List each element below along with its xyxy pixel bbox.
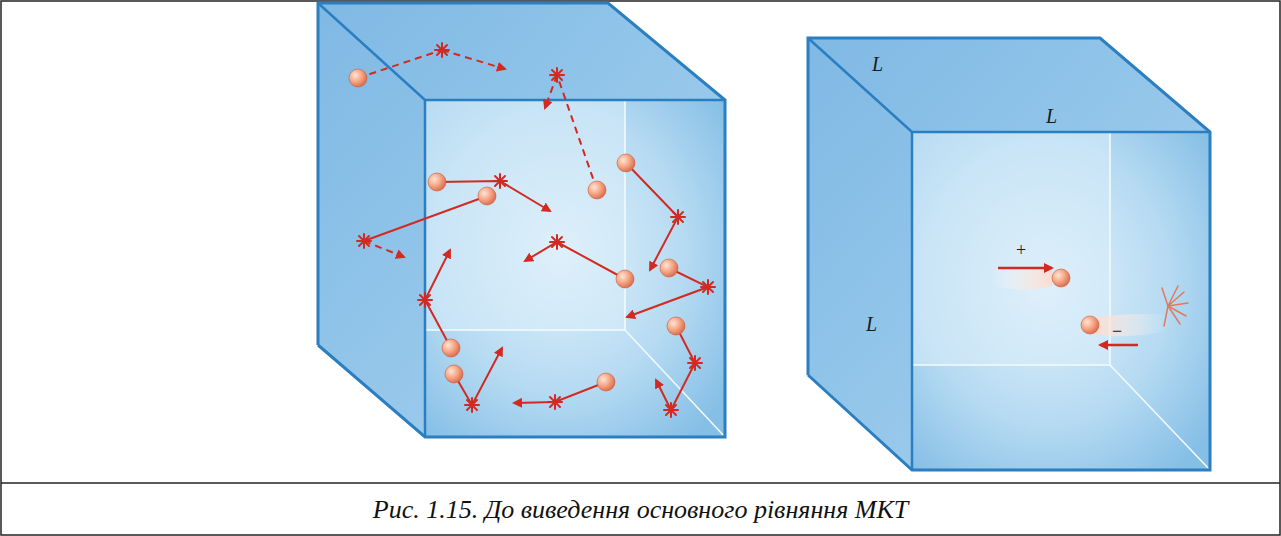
molecule-paths xyxy=(358,50,708,410)
collision-stars xyxy=(357,43,715,417)
length-label: L xyxy=(1046,106,1057,126)
length-label: L xyxy=(866,314,877,334)
length-label: L xyxy=(872,54,883,74)
gas-box xyxy=(318,3,725,437)
molecules xyxy=(349,69,685,391)
wall-collision xyxy=(990,266,1188,345)
sign-label: + xyxy=(1016,241,1026,259)
sign-label: − xyxy=(1112,322,1122,340)
cube-box xyxy=(808,38,1210,470)
figure-caption: Рис. 1.15. До виведення основного рівнян… xyxy=(0,494,1281,525)
